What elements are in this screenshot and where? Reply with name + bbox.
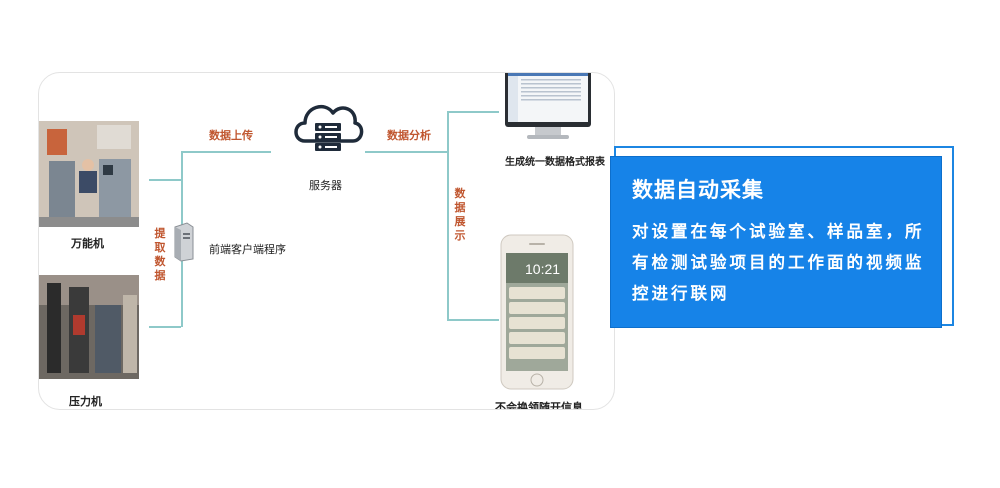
- phone-label: 不会换领随开信息: [495, 401, 583, 410]
- connector-line: [365, 151, 447, 153]
- pressure-machine-label: 压力机: [69, 395, 102, 408]
- connector-line: [149, 326, 181, 328]
- callout-box: 数据自动采集 对设置在每个试验室、样品室，所有检测试验项目的工作面的视频监控进行…: [610, 156, 942, 328]
- pressure-machine-photo: [39, 275, 139, 379]
- flow-label-extract: 提取数据: [154, 227, 166, 282]
- flow-label-upload: 数据上传: [209, 129, 253, 142]
- flow-label-display: 数据展示: [454, 187, 466, 242]
- monitor-icon: [505, 73, 591, 139]
- callout-title: 数据自动采集: [632, 178, 764, 202]
- connector-line: [447, 111, 499, 113]
- universal-machine-label: 万能机: [71, 237, 104, 250]
- cloud-server-icon: [294, 104, 364, 151]
- connector-line: [181, 151, 271, 153]
- server-label: 服务器: [309, 179, 342, 192]
- report-label: 生成统一数据格式报表: [505, 157, 605, 168]
- connector-line: [447, 111, 449, 321]
- smartphone-icon: [500, 234, 574, 390]
- flow-label-analysis: 数据分析: [387, 129, 431, 142]
- connector-line: [447, 319, 499, 321]
- connector-line: [149, 179, 181, 181]
- client-computer-icon: [174, 222, 194, 262]
- phone-clock: 10:21: [525, 261, 561, 277]
- client-label: 前端客户端程序: [209, 243, 286, 256]
- diagram-panel: 万能机 压力机 提取数据 数据上传 数据分析 数据展示 前端客户端程序 服务器: [38, 72, 615, 410]
- universal-machine-photo: [39, 121, 139, 227]
- callout-description: 对设置在每个试验室、样品室，所有检测试验项目的工作面的视频监控进行联网: [632, 222, 925, 303]
